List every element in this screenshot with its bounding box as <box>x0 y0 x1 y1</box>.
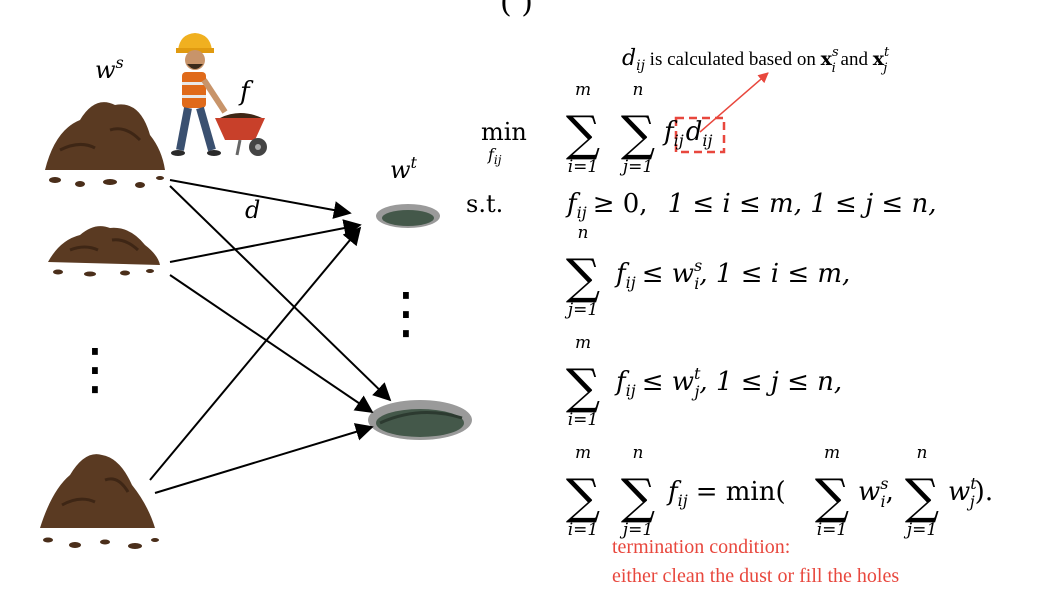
label-wt: wt <box>390 153 418 184</box>
flow-arrows <box>149 179 392 494</box>
min-label: min <box>481 118 527 146</box>
constraint-4-left: fij= min( <box>666 477 786 510</box>
svg-text:i=1: i=1 <box>568 157 599 177</box>
objective-term: fijdij <box>662 117 712 150</box>
constraint-3-sum: m ∑ i=1 <box>566 333 600 430</box>
worker-wheelbarrow-icon <box>171 33 267 156</box>
svg-text:∑: ∑ <box>905 469 939 525</box>
constraint-4-inner-sums: m ∑ i=1 n ∑ j=1 <box>815 443 939 540</box>
dirt-pile-2 <box>48 226 160 277</box>
svg-text:m: m <box>575 333 591 353</box>
constraint-4-sums: m ∑ i=1 n ∑ j=1 <box>566 443 655 540</box>
svg-text:m: m <box>575 443 591 463</box>
header-partial-text: ( ) <box>500 0 533 20</box>
svg-text:∑: ∑ <box>566 106 600 162</box>
svg-text:j=1: j=1 <box>619 157 653 177</box>
min-subscript: fij <box>487 145 502 167</box>
constraint-2-sum: n ∑ j=1 <box>564 223 600 320</box>
svg-text:n: n <box>917 443 928 463</box>
svg-text:∑: ∑ <box>566 469 600 525</box>
constraint-1: fij≥ 0,1 ≤ i ≤ m, 1 ≤ j ≤ n, <box>565 189 936 222</box>
label-f: f <box>238 77 254 107</box>
annotation-arrow <box>699 72 769 133</box>
svg-text:i=1: i=1 <box>817 520 848 540</box>
holes-ellipsis: ⋮ <box>378 281 434 346</box>
svg-text:i=1: i=1 <box>568 520 599 540</box>
svg-text:n: n <box>578 223 589 243</box>
dirt-piles-ellipsis: ⋮ <box>67 337 123 402</box>
label-d: d <box>245 196 260 224</box>
svg-text:∑: ∑ <box>566 359 600 415</box>
svg-text:∑: ∑ <box>621 469 655 525</box>
svg-text:i=1: i=1 <box>568 410 599 430</box>
st-label: s.t. <box>466 190 503 218</box>
label-ws: ws <box>95 53 124 84</box>
hole-1 <box>376 204 440 228</box>
dirt-pile-3 <box>40 454 159 549</box>
svg-text:j=1: j=1 <box>619 520 653 540</box>
dirt-pile-1 <box>45 102 165 188</box>
svg-text:m: m <box>575 80 591 100</box>
annotation-dashed-box <box>674 116 726 154</box>
svg-text:∑: ∑ <box>621 106 655 162</box>
svg-text:j=1: j=1 <box>564 300 598 320</box>
svg-text:n: n <box>633 80 644 100</box>
objective-sums: m ∑ i=1 n ∑ j=1 <box>566 80 655 177</box>
svg-text:n: n <box>633 443 644 463</box>
termination-line-1: termination condition: <box>612 536 790 558</box>
termination-line-2: either clean the dust or fill the holes <box>612 565 899 587</box>
svg-text:∑: ∑ <box>815 469 849 525</box>
svg-text:m: m <box>824 443 840 463</box>
svg-text:∑: ∑ <box>566 249 600 305</box>
hole-2 <box>368 400 472 440</box>
svg-text:j=1: j=1 <box>903 520 937 540</box>
